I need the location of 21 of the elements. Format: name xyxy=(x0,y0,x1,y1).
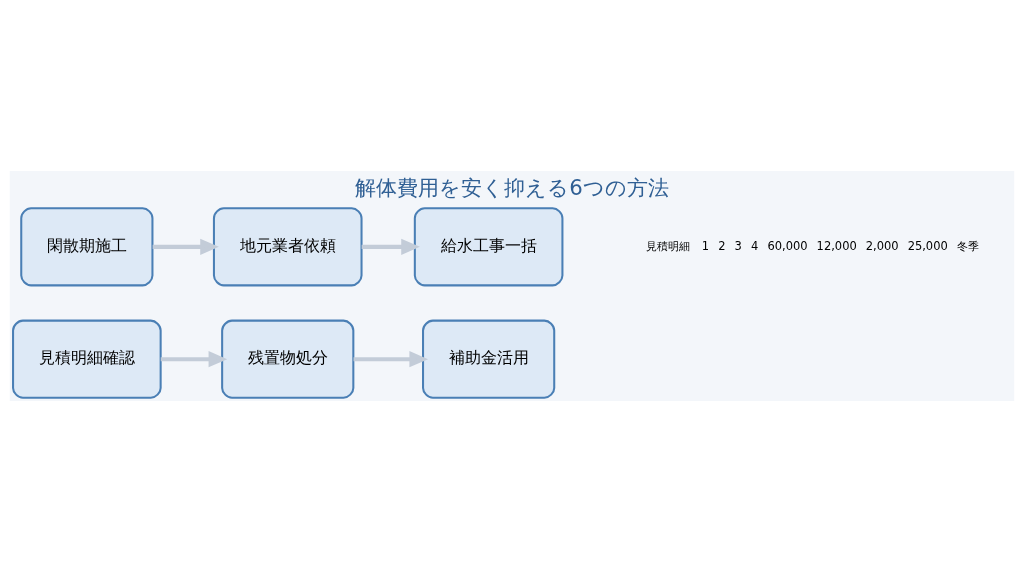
label: 3 xyxy=(734,238,742,253)
arrow xyxy=(353,350,429,367)
label: 冬季 xyxy=(956,238,979,253)
label: 4 xyxy=(751,238,759,253)
label: 60,000 xyxy=(767,238,808,253)
node-box: 補助金活用 xyxy=(422,319,556,399)
label: 1 xyxy=(701,238,710,253)
label: 12,000 xyxy=(816,238,857,253)
label: 2,000 xyxy=(865,238,899,253)
arrow xyxy=(152,238,219,255)
label: 見積明細 xyxy=(646,238,691,253)
node-box: 見積明細確認 xyxy=(12,319,162,399)
arrow xyxy=(160,350,228,367)
node-box: 地元業者依頼 xyxy=(212,206,363,286)
node-box: 閑散期施工 xyxy=(20,206,154,286)
node-box: 残置物処分 xyxy=(221,319,355,399)
label: 25,000 xyxy=(907,238,948,253)
diagram-title: 解体費用を安く抑える6つの方法 xyxy=(355,174,669,200)
node-box: 給水工事一括 xyxy=(413,206,564,286)
arrow xyxy=(361,238,420,255)
label: 2 xyxy=(718,238,726,253)
